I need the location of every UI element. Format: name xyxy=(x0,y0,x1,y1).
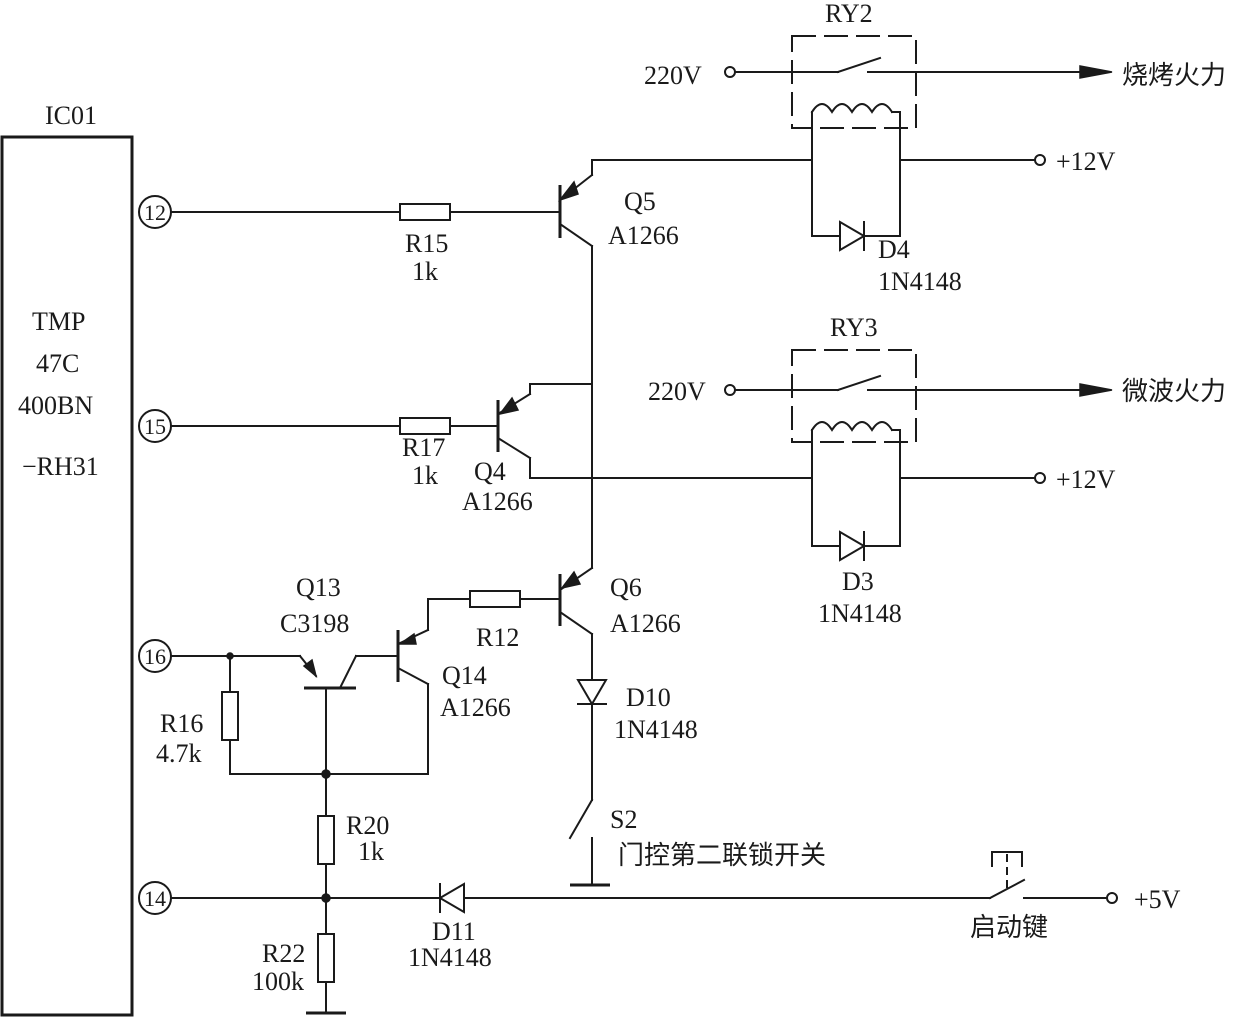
svg-text:A1266: A1266 xyxy=(462,487,533,516)
svg-text:+5V: +5V xyxy=(1134,885,1181,914)
ic-part-line4: −RH31 xyxy=(22,452,99,481)
svg-text:D10: D10 xyxy=(626,683,671,712)
r12-wire xyxy=(427,598,561,631)
ic01: IC01 TMP 47C 400BN −RH31 xyxy=(0,101,134,1017)
resistor-r15: R15 1k xyxy=(399,203,451,286)
diode-d10: D10 1N4148 xyxy=(576,679,698,801)
pin-12: 12 xyxy=(138,195,172,229)
ic-part-line1: TMP xyxy=(32,307,85,336)
pin-14: 14 xyxy=(138,881,172,915)
svg-text:启动键: 启动键 xyxy=(970,913,1048,943)
svg-text:16: 16 xyxy=(144,644,166,669)
svg-text:A1266: A1266 xyxy=(440,693,511,722)
svg-text:烧烤火力: 烧烤火力 xyxy=(1122,61,1226,91)
transistor-q6: Q6 A1266 xyxy=(558,566,681,638)
svg-text:4.7k: 4.7k xyxy=(156,739,202,768)
svg-text:Q13: Q13 xyxy=(296,573,341,602)
svg-text:A1266: A1266 xyxy=(610,609,681,638)
svg-text:1N4148: 1N4148 xyxy=(408,943,492,972)
svg-text:220V: 220V xyxy=(648,377,706,406)
svg-text:12: 12 xyxy=(144,200,166,225)
pin16-wire xyxy=(170,652,301,660)
resistor-r22: R22 100k xyxy=(252,897,346,1015)
relay-ry2: RY2 220V 烧烤火力 +12V xyxy=(644,0,1226,237)
diode-d4: D4 1N4148 xyxy=(811,220,962,296)
diode-d3: D3 1N4148 xyxy=(811,530,902,628)
ic-part-line3: 400BN xyxy=(18,391,93,420)
svg-text:微波火力: 微波火力 xyxy=(1122,377,1226,407)
svg-text:D4: D4 xyxy=(878,235,910,264)
svg-text:1N4148: 1N4148 xyxy=(614,715,698,744)
pin-15: 15 xyxy=(138,409,172,443)
resistor-r17: R17 1k xyxy=(399,417,451,490)
svg-text:A1266: A1266 xyxy=(608,221,679,250)
resistor-r16: R16 4.7k xyxy=(156,655,429,779)
svg-text:R15: R15 xyxy=(405,229,448,258)
svg-text:R12: R12 xyxy=(476,623,519,652)
svg-text:100k: 100k xyxy=(252,967,304,996)
svg-text:R17: R17 xyxy=(402,433,445,462)
svg-text:1k: 1k xyxy=(412,461,438,490)
ic-name: IC01 xyxy=(45,101,97,130)
ic-part-line2: 47C xyxy=(36,349,79,378)
diode-d11: D11 1N4148 xyxy=(408,882,985,972)
svg-text:R22: R22 xyxy=(262,939,305,968)
svg-text:1N4148: 1N4148 xyxy=(878,267,962,296)
svg-text:C3198: C3198 xyxy=(280,609,349,638)
pin-16: 16 xyxy=(138,639,172,673)
pin14-wire xyxy=(170,893,441,903)
svg-text:Q14: Q14 xyxy=(442,661,487,690)
svg-text:220V: 220V xyxy=(644,61,702,90)
svg-text:15: 15 xyxy=(144,414,166,439)
svg-text:+12V: +12V xyxy=(1056,147,1116,176)
relay-ry3: RY3 220V 微波火力 +12V xyxy=(648,313,1226,547)
svg-text:14: 14 xyxy=(144,886,166,911)
svg-text:Q6: Q6 xyxy=(610,573,642,602)
start-key: +5V 启动键 xyxy=(970,851,1181,943)
svg-text:+12V: +12V xyxy=(1056,465,1116,494)
transistor-q14: Q14 A1266 xyxy=(396,628,511,775)
svg-text:RY2: RY2 xyxy=(825,0,873,28)
svg-text:Q5: Q5 xyxy=(624,187,656,216)
switch-s2: S2 门控第二联锁开关 xyxy=(568,798,826,887)
svg-text:1N4148: 1N4148 xyxy=(818,599,902,628)
svg-text:1k: 1k xyxy=(358,837,384,866)
svg-text:R16: R16 xyxy=(160,709,203,738)
transistor-q13: Q13 C3198 xyxy=(280,573,399,775)
svg-text:D3: D3 xyxy=(842,567,874,596)
svg-text:S2: S2 xyxy=(610,805,637,834)
svg-text:1k: 1k xyxy=(412,257,438,286)
svg-text:门控第二联锁开关: 门控第二联锁开关 xyxy=(618,841,826,871)
svg-text:R20: R20 xyxy=(346,811,389,840)
svg-text:D11: D11 xyxy=(432,917,476,946)
transistor-q4: Q4 A1266 xyxy=(462,383,811,516)
resistor-r20: R20 1k xyxy=(317,773,389,899)
transistor-q5: Q5 A1266 xyxy=(557,159,679,250)
resistor-r12: R12 xyxy=(469,590,521,652)
svg-text:Q4: Q4 xyxy=(474,457,506,486)
svg-text:RY3: RY3 xyxy=(830,313,878,342)
